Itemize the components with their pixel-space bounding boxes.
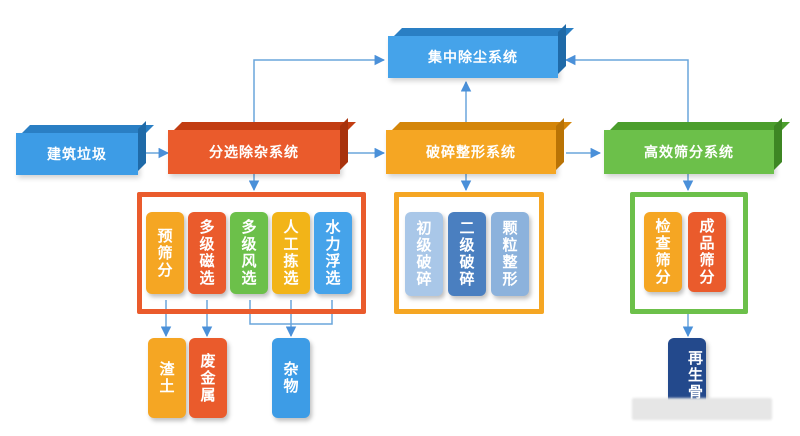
node-screening-label: 高效筛分系统 — [644, 145, 734, 161]
node-waste: 建筑垃圾 — [16, 133, 138, 175]
node-dust-label: 集中除尘系统 — [428, 50, 518, 66]
crushing-group-frame — [394, 192, 544, 314]
step-product-screening: 成品筛分 — [688, 212, 726, 292]
step-pre-screening: 预筛分 — [146, 212, 184, 294]
node-waste-label: 建筑垃圾 — [47, 147, 107, 163]
step-air-separation: 多级风选 — [230, 212, 268, 294]
output-waste-metal: 废金属 — [189, 338, 227, 418]
step-particle-shaping: 颗粒整形 — [491, 212, 529, 296]
watermark-blur — [632, 398, 772, 420]
output-recycled-aggregate: 再生骨 — [668, 338, 706, 406]
step-secondary-crushing: 二级破碎 — [448, 212, 486, 296]
step-magnetic-separation: 多级磁选 — [188, 212, 226, 294]
step-inspection-screening: 检查筛分 — [644, 212, 682, 292]
step-manual-picking: 人工拣选 — [272, 212, 310, 294]
node-dust-system: 集中除尘系统 — [388, 36, 558, 78]
node-sorting-label: 分选除杂系统 — [209, 145, 299, 161]
output-residue: 渣土 — [148, 338, 186, 418]
step-hydraulic-flotation: 水力浮选 — [314, 212, 352, 294]
node-crushing-label: 破碎整形系统 — [426, 145, 516, 161]
arrow-sorting-to-dust — [253, 54, 386, 124]
output-debris: 杂物 — [272, 338, 310, 418]
step-primary-crushing: 初级破碎 — [405, 212, 443, 296]
node-screening-system: 高效筛分系统 — [604, 130, 774, 174]
arrow-screening-to-dust — [564, 54, 689, 124]
node-sorting-system: 分选除杂系统 — [168, 130, 340, 174]
node-crushing-system: 破碎整形系统 — [386, 130, 556, 174]
sorting-group-frame — [137, 192, 366, 314]
screening-group-frame — [630, 192, 748, 314]
